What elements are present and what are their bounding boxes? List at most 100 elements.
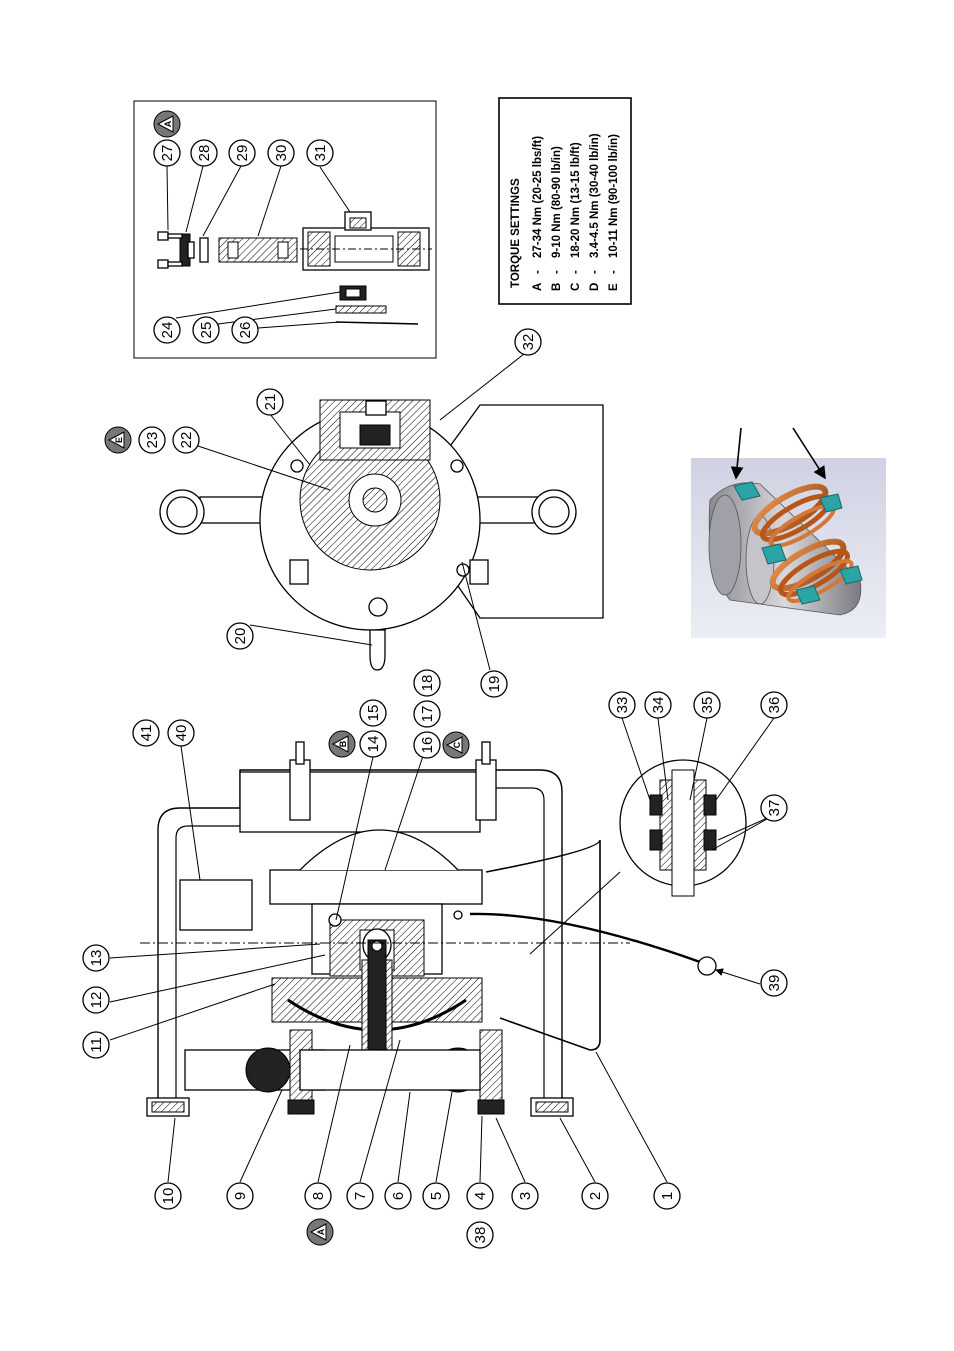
ball-9 <box>245 1047 291 1093</box>
svg-text:24: 24 <box>159 322 176 339</box>
callout-22: 22 <box>172 426 200 454</box>
torque-row-a: A - 27-34 Nm (20-25 lbs/ft) <box>532 136 544 291</box>
svg-text:A: A <box>316 1228 326 1235</box>
callout-2: 2 <box>581 1182 609 1210</box>
callout-25: 25 <box>192 316 220 344</box>
part-40-box <box>179 879 253 931</box>
torque-key: A <box>532 283 544 291</box>
svg-text:31: 31 <box>312 145 329 162</box>
callout-28: 28 <box>190 139 218 167</box>
callout-36: 36 <box>760 691 788 719</box>
callout-31: 31 <box>306 139 334 167</box>
callout-20: 20 <box>226 622 254 650</box>
callout-6: 6 <box>384 1182 412 1210</box>
svg-text:13: 13 <box>88 950 105 967</box>
center-plate <box>269 869 483 905</box>
torque-marker-27: A <box>153 110 181 138</box>
torque-dash: - <box>589 270 601 274</box>
callout-12: 12 <box>82 986 110 1014</box>
part-28 <box>179 233 195 267</box>
torque-value: 3.4-4.5 Nm (30-40 lb/in) <box>589 133 601 258</box>
render-seals <box>733 481 863 605</box>
svg-text:8: 8 <box>310 1192 327 1200</box>
torque-key: C <box>570 283 582 291</box>
callout-16: 16 <box>413 731 441 759</box>
callout-15: 15 <box>359 699 387 727</box>
svg-text:1: 1 <box>659 1192 676 1200</box>
callout-32: 32 <box>514 328 542 356</box>
torque-table-frame <box>498 97 632 305</box>
svg-text:11: 11 <box>88 1037 105 1053</box>
callout-4: 4 <box>466 1182 494 1210</box>
callout-21: 21 <box>256 388 284 416</box>
callout-7: 7 <box>346 1182 374 1210</box>
torque-marker-14: B <box>328 730 356 758</box>
svg-text:10: 10 <box>160 1188 177 1205</box>
callout-11: 11 <box>82 1031 110 1059</box>
callouts: 27 28 29 30 31 24 25 26 32 21 23 22 20 1… <box>82 139 788 1249</box>
svg-text:9: 9 <box>232 1192 249 1200</box>
svg-text:33: 33 <box>614 697 631 714</box>
pump-end-view <box>159 353 604 671</box>
torque-key: B <box>551 283 563 291</box>
svg-text:7: 7 <box>352 1192 369 1200</box>
callout-24: 24 <box>153 316 181 344</box>
torque-key: D <box>589 283 601 291</box>
svg-text:27: 27 <box>159 145 176 162</box>
svg-text:37: 37 <box>766 800 783 817</box>
svg-text:18: 18 <box>419 675 436 692</box>
callout-23: 23 <box>138 426 166 454</box>
svg-text:41: 41 <box>138 725 155 742</box>
torque-value: 9-10 Nm (80-90 lb/in) <box>551 146 563 258</box>
svg-text:32: 32 <box>520 334 537 351</box>
torque-title: TORQUE SETTINGS <box>510 178 522 288</box>
torque-marker-8: A <box>306 1218 334 1246</box>
svg-text:38: 38 <box>472 1227 489 1244</box>
part-27-bolts <box>157 231 183 269</box>
torque-dash: - <box>608 270 620 274</box>
torque-value: 27-34 Nm (20-25 lbs/ft) <box>532 136 544 258</box>
part-25 <box>335 305 387 314</box>
callout-10: 10 <box>154 1182 182 1210</box>
svg-text:25: 25 <box>198 322 215 339</box>
svg-text:40: 40 <box>173 725 190 742</box>
torque-dash: - <box>570 270 582 274</box>
svg-text:12: 12 <box>88 992 105 1009</box>
svg-text:14: 14 <box>365 736 382 753</box>
svg-text:23: 23 <box>144 432 161 449</box>
torque-markers: A E B C A <box>104 110 470 1246</box>
svg-text:30: 30 <box>273 145 290 162</box>
callout-26: 26 <box>231 316 259 344</box>
svg-text:34: 34 <box>650 697 667 714</box>
torque-row-d: D - 3.4-4.5 Nm (30-40 lb/in) <box>589 133 601 291</box>
svg-text:15: 15 <box>365 705 382 722</box>
part-26 <box>335 321 419 325</box>
callout-13: 13 <box>82 944 110 972</box>
torque-dash: - <box>532 270 544 274</box>
callout-19: 19 <box>480 670 508 698</box>
render-arrow-seal <box>730 427 744 480</box>
svg-text:36: 36 <box>766 697 783 714</box>
callout-40: 40 <box>167 719 195 747</box>
torque-row-e: E - 10-11 Nm (90-100 lb/in) <box>608 134 620 291</box>
seal-coil-render <box>691 458 886 638</box>
callout-39: 39 <box>760 969 788 997</box>
torque-dash: - <box>551 270 563 274</box>
part-31-body <box>300 211 432 271</box>
torque-key: E <box>608 283 620 291</box>
callout-27: 27 <box>153 139 181 167</box>
svg-text:29: 29 <box>234 145 251 162</box>
hose-39 <box>469 912 701 964</box>
torque-row-b: B - 9-10 Nm (80-90 lb/in) <box>551 146 563 291</box>
callout-5: 5 <box>422 1182 450 1210</box>
svg-text:17: 17 <box>419 706 436 723</box>
part-30 <box>218 237 298 263</box>
svg-text:A: A <box>163 120 173 127</box>
svg-text:28: 28 <box>196 145 213 162</box>
exploded-inset <box>133 100 437 359</box>
pump-section-view <box>109 717 775 1183</box>
torque-marker-23: E <box>104 426 132 454</box>
tube-1 <box>485 839 601 1051</box>
torque-marker-16: C <box>442 731 470 759</box>
